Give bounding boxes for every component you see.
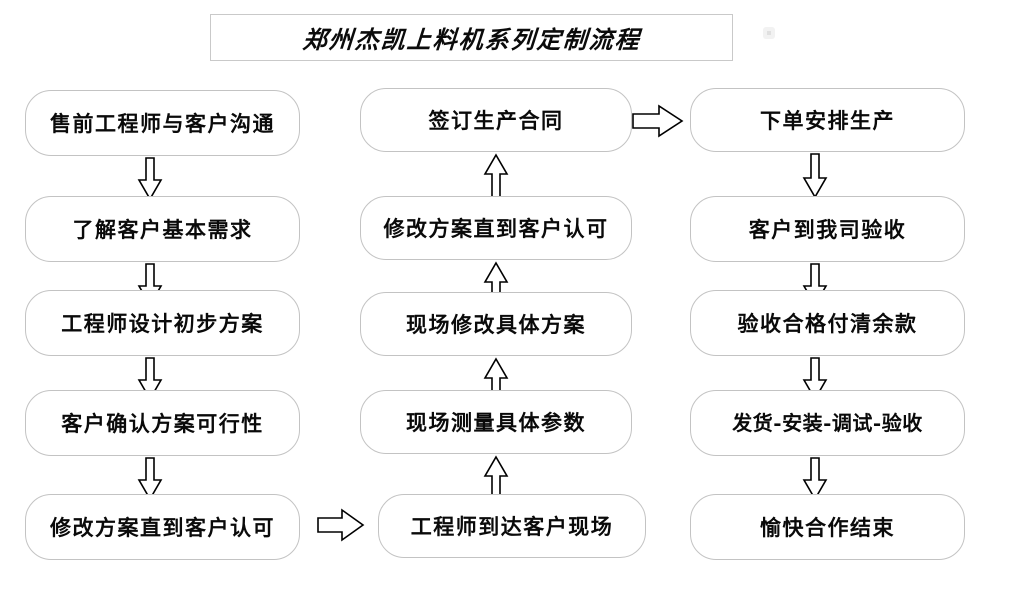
watermark-speck (763, 27, 775, 39)
node-left-1-label: 售前工程师与客户沟通 (50, 110, 275, 136)
node-right-5-label: 愉快合作结束 (760, 514, 895, 540)
node-left-4-label: 客户确认方案可行性 (61, 410, 264, 436)
up-arrow-middle-4 (483, 455, 509, 498)
node-left-2[interactable]: 了解客户基本需求 (25, 196, 300, 262)
chart-title-box: 郑州杰凯上料机系列定制流程 (210, 14, 733, 61)
node-middle-5[interactable]: 工程师到达客户现场 (378, 494, 646, 558)
down-arrow-right-3 (802, 357, 828, 401)
node-left-2-label: 了解客户基本需求 (72, 216, 253, 242)
node-right-4-label: 发货-安装-调试-验收 (732, 411, 923, 435)
node-left-5[interactable]: 修改方案直到客户认可 (25, 494, 300, 560)
node-left-3[interactable]: 工程师设计初步方案 (25, 290, 300, 356)
node-middle-2[interactable]: 修改方案直到客户认可 (360, 196, 632, 260)
node-right-4[interactable]: 发货-安装-调试-验收 (690, 390, 965, 456)
down-arrow-right-4 (802, 457, 828, 501)
down-arrow-left-3 (137, 357, 163, 401)
up-arrow-middle-1 (483, 153, 509, 198)
node-left-1[interactable]: 售前工程师与客户沟通 (25, 90, 300, 156)
right-arrow-middle-to-right (632, 104, 684, 138)
node-right-1-label: 下单安排生产 (760, 107, 895, 133)
node-middle-2-label: 修改方案直到客户认可 (383, 215, 609, 241)
node-right-2-label: 客户到我司验收 (748, 216, 907, 242)
chart-title: 郑州杰凯上料机系列定制流程 (301, 25, 642, 54)
node-middle-4-label: 现场测量具体参数 (406, 409, 586, 435)
node-left-5-label: 修改方案直到客户认可 (50, 514, 275, 540)
down-arrow-left-4 (137, 457, 163, 501)
node-middle-3-label: 现场修改具体方案 (406, 311, 586, 337)
node-right-3-label: 验收合格付清余款 (737, 310, 918, 336)
node-middle-1[interactable]: 签订生产合同 (360, 88, 632, 152)
node-left-3-label: 工程师设计初步方案 (61, 310, 264, 336)
node-middle-3[interactable]: 现场修改具体方案 (360, 292, 632, 356)
node-right-3[interactable]: 验收合格付清余款 (690, 290, 965, 356)
node-right-2[interactable]: 客户到我司验收 (690, 196, 965, 262)
down-arrow-right-1 (802, 153, 828, 199)
node-middle-4[interactable]: 现场测量具体参数 (360, 390, 632, 454)
right-arrow-left-to-middle (317, 508, 365, 542)
node-right-1[interactable]: 下单安排生产 (690, 88, 965, 152)
node-left-4[interactable]: 客户确认方案可行性 (25, 390, 300, 456)
node-right-5[interactable]: 愉快合作结束 (690, 494, 965, 560)
node-middle-1-label: 签订生产合同 (428, 107, 564, 133)
node-middle-5-label: 工程师到达客户现场 (410, 513, 614, 539)
down-arrow-left-1 (137, 157, 163, 201)
